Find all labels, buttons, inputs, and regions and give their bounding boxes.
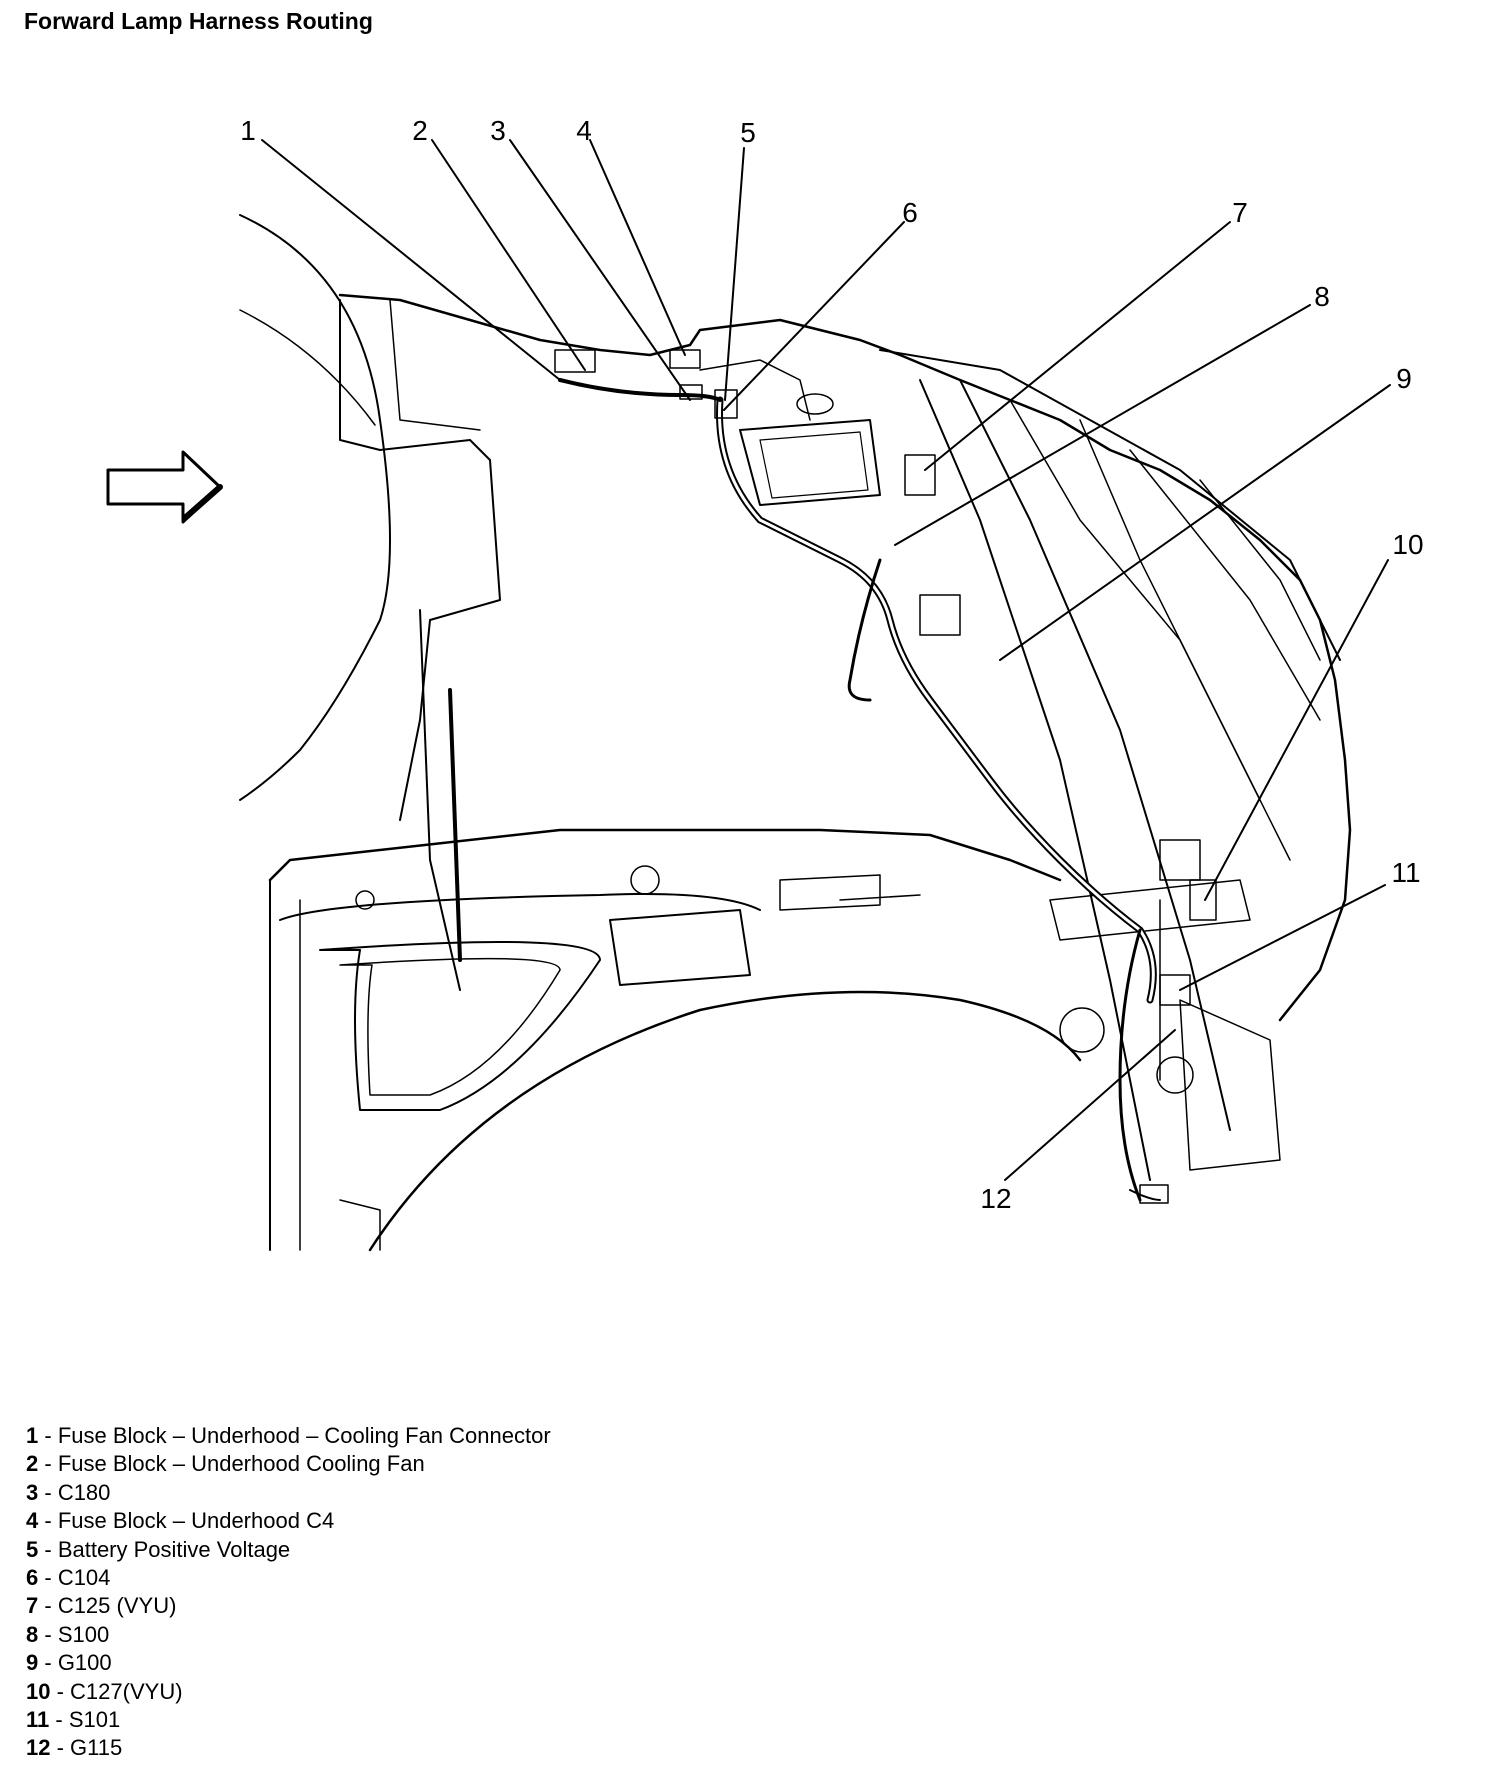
c127-connector [1189,879,1217,921]
leader-8 [894,304,1311,546]
legend-item: 4 - Fuse Block – Underhood C4 [26,1508,335,1534]
legend-item: 12 - G115 [26,1735,123,1761]
legend-item: 7 - C125 (VYU) [26,1593,177,1619]
callout-6: 6 [902,197,918,228]
lower-fender-rail [268,828,1062,882]
page-title: Forward Lamp Harness Routing [24,8,373,34]
legend-item: 10 - C127(VYU) [26,1678,183,1704]
callout-12: 12 [980,1183,1011,1214]
leader-9 [999,384,1391,661]
legend-item: 2 - Fuse Block – Underhood Cooling Fan [26,1451,425,1477]
callout-11: 11 [1391,857,1420,888]
callout-7: 7 [1232,197,1248,228]
leader-6 [723,221,905,411]
inner-fender [338,293,1352,1022]
radiator-support [879,349,1341,661]
c125-connector [904,454,936,496]
leader-2 [431,139,586,371]
leader-4 [589,139,686,356]
fuse-block-c4-connector [669,349,701,369]
callout-4: 4 [576,115,592,146]
battery-tray [739,419,881,506]
harness-diagram: 1 2 3 4 5 6 7 8 9 10 11 12 [106,115,1424,1252]
callout-2: 2 [412,115,428,146]
legend-item: 8 - S100 [26,1621,110,1647]
legend-item: 6 - C104 [26,1564,111,1590]
callout-10: 10 [1392,529,1423,560]
forward-arrow-icon [106,450,222,524]
callout-8: 8 [1314,281,1330,312]
callout-9: 9 [1396,363,1412,394]
legend-item: 3 - C180 [26,1479,111,1505]
callout-5: 5 [740,117,756,148]
leader-1 [261,139,561,381]
leader-12 [1004,1029,1176,1181]
legend-item: 11 - S101 [26,1706,121,1732]
legend-item: 5 - Battery Positive Voltage [26,1536,291,1562]
leader-10 [1204,559,1389,901]
front-wheel-well [239,214,391,801]
c180-connector [679,384,703,400]
cooling-fan-connector [554,349,596,373]
callout-1: 1 [240,115,256,146]
callout-3: 3 [490,115,506,146]
leader-11 [1179,884,1386,991]
leader-7 [924,221,1231,471]
legend-item: 1 - Fuse Block – Underhood – Cooling Fan… [26,1423,551,1448]
legend-item: 9 - G100 [26,1650,112,1676]
leader-3 [509,139,691,401]
leader-5 [724,147,745,401]
rear-wheel-arch [368,990,1082,1252]
legend: 1 - Fuse Block – Underhood – Cooling Fan… [26,1422,551,1763]
